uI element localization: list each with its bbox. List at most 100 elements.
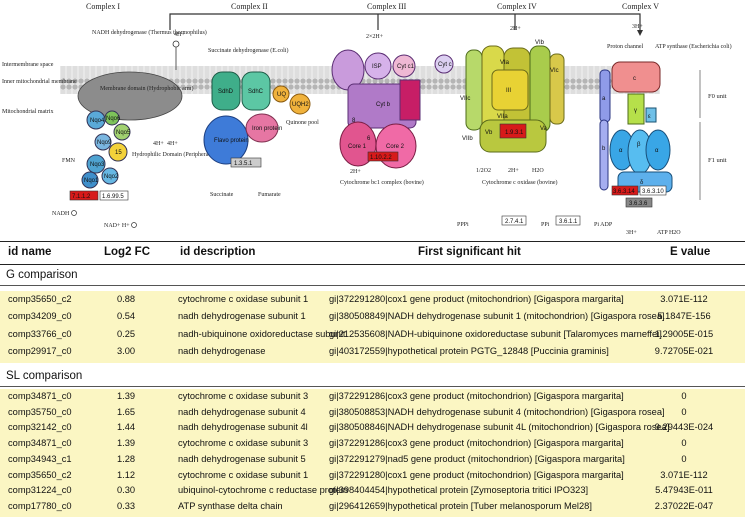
col-header-id: id name <box>8 246 52 258</box>
svg-text:III: III <box>506 88 511 94</box>
cell-description: cytochrome c oxidase subunit 3 <box>178 438 309 449</box>
group-label-g: G comparison <box>6 269 78 281</box>
svg-text:SdhD: SdhD <box>218 89 234 95</box>
cell-first-hit: gi|372291279|nad5 gene product (mitochon… <box>329 453 625 464</box>
cell-description: cytochrome c oxidase subunit 3 <box>178 391 309 401</box>
cell-evalue: 9.29443E-024 <box>654 422 714 433</box>
complex-iii-label: Complex III <box>367 2 407 11</box>
cell-log2fc: 1.28 <box>117 453 136 464</box>
cell-log2fc: 1.39 <box>117 438 136 449</box>
svg-text:3H+: 3H+ <box>632 24 643 30</box>
svg-text:α: α <box>655 148 659 154</box>
svg-text:Nqo9: Nqo9 <box>97 140 112 146</box>
header-rule <box>0 264 745 265</box>
svg-text:Nqo1: Nqo1 <box>84 178 99 184</box>
cell-evalue: 2.37022E-047 <box>654 500 714 511</box>
cell-first-hit: gi|398404454|hypothetical protein [Zymos… <box>329 485 589 496</box>
col-header-desc: id description <box>180 246 256 258</box>
svg-text:β: β <box>637 142 641 148</box>
col-header-hit: First significant hit <box>418 246 521 258</box>
c4-title: Cytochrome c oxidase (bovine) <box>482 179 557 186</box>
svg-text:Cyt c: Cyt c <box>438 62 452 68</box>
svg-text:2.7.4.1: 2.7.4.1 <box>505 219 524 225</box>
cell-description: nadh dehydrogenase subunit 4 <box>178 406 306 417</box>
cell-log2fc: 0.30 <box>117 485 136 496</box>
oxidative-phosphorylation-diagram: Complex I Complex II Complex III Complex… <box>2 2 732 236</box>
svg-text:8: 8 <box>352 118 356 124</box>
svg-text:SdhC: SdhC <box>248 89 264 95</box>
flavo-protein <box>203 115 249 165</box>
svg-text:4H+: 4H+ <box>153 141 164 147</box>
cell-id: comp29917_c0 <box>8 345 72 356</box>
table-row: comp35750_c0 1.65 nadh dehydrogenase subun… <box>0 405 745 421</box>
ec-7-1-1-2-box <box>69 190 99 201</box>
svg-text:UQ: UQ <box>277 92 286 98</box>
svg-text:Membrane domain (Hydrophobic a: Membrane domain (Hydrophobic arm) <box>100 85 193 92</box>
cell-id: comp34209_c0 <box>8 311 72 322</box>
svg-text:NADH: NADH <box>52 211 70 217</box>
svg-text:VIIc: VIIc <box>460 96 470 102</box>
c2-title: Succinate dehydrogenase (E.coli) <box>208 47 288 54</box>
subunit-iii <box>491 69 529 111</box>
cell-description: cytochrome c oxidase subunit 1 <box>178 469 309 480</box>
cell-log2fc: 1.12 <box>117 469 136 480</box>
cell-log2fc: 1.65 <box>117 406 136 417</box>
complex-v-label: Complex V <box>622 2 659 11</box>
svg-text:Quinone pool: Quinone pool <box>286 120 319 126</box>
svg-text:VIc: VIc <box>550 68 559 74</box>
sdhd <box>211 71 241 111</box>
svg-text:3.6.1.1: 3.6.1.1 <box>559 219 578 225</box>
cell-log2fc: 1.39 <box>117 391 136 401</box>
cell-first-hit: gi|372291286|cox3 gene product (mitochon… <box>329 438 624 449</box>
cell-id: comp33766_c0 <box>8 328 72 339</box>
svg-text:b: b <box>602 146 606 152</box>
col-header-log2fc: Log2 FC <box>104 246 150 258</box>
svg-text:ISP: ISP <box>372 64 382 70</box>
cell-description: nadh dehydrogenase subunit 1 <box>178 311 306 322</box>
table-top-rule <box>0 241 745 242</box>
cell-id: comp35750_c0 <box>8 406 72 417</box>
svg-text:VIa: VIa <box>500 60 510 66</box>
cell-evalue: 1.29005E-015 <box>654 328 714 339</box>
cell-evalue: 0 <box>681 438 687 449</box>
table-row: comp34871_c0 1.39 cytochrome c oxidase sub… <box>0 436 745 452</box>
svg-text:F0 unit: F0 unit <box>708 93 727 100</box>
svg-text:ATP H2O: ATP H2O <box>657 230 681 236</box>
svg-text:Cyt b: Cyt b <box>376 102 391 108</box>
svg-text:c: c <box>633 76 636 82</box>
group-label-sl: SL comparison <box>6 370 83 382</box>
cell-description: nadh dehydrogenase <box>178 345 266 356</box>
svg-text:1.6.99.5: 1.6.99.5 <box>102 194 124 200</box>
svg-text:α: α <box>619 148 623 154</box>
g-comparison-band <box>0 291 745 363</box>
cell-id: comp35650_c2 <box>8 294 72 304</box>
svg-text:a: a <box>602 96 606 102</box>
cell-first-hit: gi|372291280|cox1 gene product (mitochon… <box>329 469 624 480</box>
matrix-label: Mitochondrial matrix <box>2 109 54 115</box>
cell-first-hit: gi|296412659|hypothetical protein [Tuber… <box>329 500 592 511</box>
svg-text:Hydrophilic Domain (Peripheral: Hydrophilic Domain (Peripheral arm) <box>132 151 223 158</box>
electron-flow-line <box>169 13 641 30</box>
svg-text:4H+: 4H+ <box>167 141 178 147</box>
cell-log2fc: 1.44 <box>117 422 136 433</box>
cell-description: nadh dehydrogenase subunit 4l <box>178 422 308 433</box>
ec-1-6-99-5-box <box>99 190 129 201</box>
svg-text:Fumarate: Fumarate <box>258 192 281 198</box>
svg-text:Vb: Vb <box>485 130 493 136</box>
svg-text:δ: δ <box>640 180 644 186</box>
svg-text:2H+: 2H+ <box>508 168 519 174</box>
sl-comparison-band <box>0 389 745 517</box>
svg-text:1/2O2: 1/2O2 <box>476 168 491 174</box>
cell-log2fc: 0.25 <box>117 328 136 339</box>
inner-membrane-label: Inner mitochondrial membrane <box>2 79 77 85</box>
svg-text:3H+: 3H+ <box>626 230 637 236</box>
cell-evalue: 9.72705E-021 <box>654 345 714 356</box>
cell-evalue: 5.1847E-156 <box>657 311 711 322</box>
cell-id: comp17780_c0 <box>8 500 72 511</box>
cell-id: comp34871_c0 <box>8 438 72 449</box>
svg-text:Proton channel: Proton channel <box>607 44 643 50</box>
